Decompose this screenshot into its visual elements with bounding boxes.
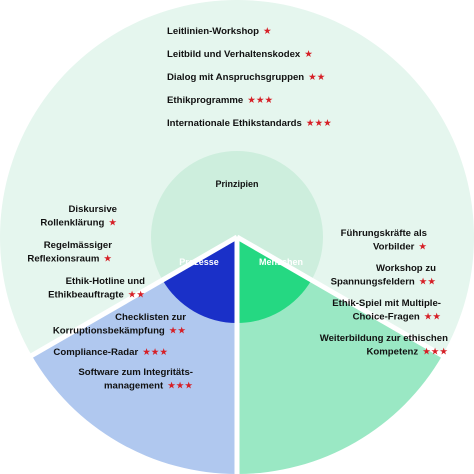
item-text-line: Kompetenz★★★ (366, 347, 448, 358)
rating-stars: ★★ (424, 312, 441, 323)
rating-stars: ★★★ (247, 95, 273, 106)
center-label-prinzipien: Prinzipien (215, 179, 258, 189)
rating-stars: ★★ (308, 72, 325, 83)
item-text-line: Dialog mit Anspruchsgruppen★★ (167, 72, 325, 83)
rating-stars: ★★★ (422, 347, 448, 358)
divider-right (235, 234, 446, 359)
rating-stars: ★★ (419, 277, 436, 288)
item-text-line: Ethik-Spiel mit Multiple- (332, 298, 441, 309)
rating-stars: ★★ (128, 290, 145, 301)
item-text-line: Reflexionsraum★ (27, 254, 112, 265)
prinzipien-item-list: Leitlinien-Workshop★ Leitbild und Verhalt… (167, 26, 332, 129)
item-text-line: Spannungsfeldern★★ (331, 277, 436, 288)
inner-sector-prinzipien (151, 151, 324, 280)
prozesse-list-item: Compliance-Radar★★★ (53, 347, 168, 358)
prinzipien-list-item: Internationale Ethikstandards★★★ (167, 118, 332, 129)
item-text-line: Korruptionsbekämpfung★★ (53, 326, 186, 337)
prinzipien-list-item: Leitlinien-Workshop★ (167, 26, 272, 37)
item-text-line: Ethik-Hotline und (66, 276, 146, 287)
item-text-line: Ethikbeauftragte★★ (48, 290, 145, 301)
rating-stars: ★★★ (306, 118, 332, 129)
rating-stars: ★ (304, 49, 313, 60)
rating-stars: ★ (108, 218, 117, 229)
item-text-line: Vorbilder★ (373, 242, 427, 253)
item-text-line: Regelmässiger (44, 240, 113, 251)
prozesse-list-item: Software zum Integritäts-management★★★ (78, 367, 193, 392)
prinzipien-list-item: Dialog mit Anspruchsgruppen★★ (167, 72, 325, 83)
item-text-line: Führungskräfte als (341, 228, 427, 239)
item-text-line: Weiterbildung zur ethischen (320, 333, 448, 344)
inner-sector-menschen (237, 237, 312, 323)
item-text-line: Choice-Fragen★★ (353, 312, 441, 323)
inner-sector-prozesse (162, 237, 237, 323)
item-text-line: Compliance-Radar★★★ (53, 347, 168, 358)
rating-stars: ★★★ (167, 381, 193, 392)
item-text-line: Internationale Ethikstandards★★★ (167, 118, 332, 129)
center-label-menschen: Menschen (259, 257, 303, 267)
item-text-line: Leitbild und Verhaltenskodex★ (167, 49, 313, 60)
item-text-line: Software zum Integritäts- (78, 367, 193, 378)
item-text-line: Leitlinien-Workshop★ (167, 26, 272, 37)
item-text-line: Workshop zu (376, 263, 436, 274)
rating-stars: ★★ (169, 326, 186, 337)
item-text-line: Diskursive (68, 204, 117, 215)
divider-left (28, 234, 239, 359)
rating-stars: ★★★ (142, 347, 168, 358)
rating-stars: ★ (263, 26, 272, 37)
menschen-list-item: Workshop zu Spannungsfeldern★★ (331, 263, 437, 288)
rating-stars: ★ (418, 242, 427, 253)
item-text-line: management★★★ (104, 381, 193, 392)
item-text-line: Rollenklärung★ (40, 218, 117, 229)
item-text-line: Checklisten zur (115, 312, 186, 323)
prinzipien-list-item: Ethikprogramme★★★ (167, 95, 273, 106)
menschen-list-item: Ethik-Spiel mit Multiple- Choice-Fragen★★ (332, 298, 441, 323)
prinzipien-list-item: Leitbild und Verhaltenskodex★ (167, 49, 313, 60)
item-text-line: Ethikprogramme★★★ (167, 95, 273, 106)
center-label-prozesse: Prozesse (179, 257, 219, 267)
rating-stars: ★ (103, 254, 112, 265)
